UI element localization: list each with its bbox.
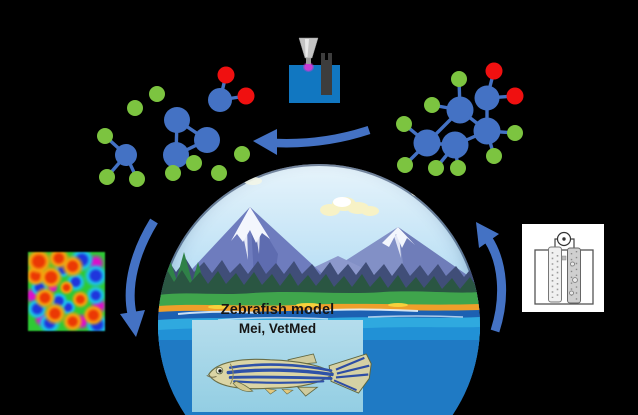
cycle-arrow-right: [476, 222, 507, 333]
attribution-label: Mei, VetMed: [238, 321, 317, 337]
zebrafish-icon: [206, 353, 372, 397]
electrode-left: [548, 246, 562, 303]
electrode-rod-icon: [321, 60, 332, 95]
electrode-right: [567, 247, 581, 304]
cycle-arrow-left: [120, 218, 158, 337]
cell-body: [534, 249, 594, 305]
clouds: [244, 177, 454, 216]
chemical-imaging-heatmap: [28, 252, 105, 331]
sampling-probe-icon: [289, 37, 340, 103]
instrument-body: [289, 65, 340, 103]
spray-needle-icon: [298, 37, 319, 59]
spray-tip-icon: [304, 63, 313, 71]
electrochemical-cell-icon: [522, 224, 604, 312]
cycle-arrow-top: [253, 125, 371, 155]
forest-silhouette: [158, 252, 480, 298]
product-molecules: [97, 66, 255, 187]
center-labels: Zebrafish model Mei, VetMed: [192, 302, 363, 337]
parent-molecule: [396, 62, 524, 176]
zebrafish-model-label: Zebrafish model: [220, 302, 335, 318]
